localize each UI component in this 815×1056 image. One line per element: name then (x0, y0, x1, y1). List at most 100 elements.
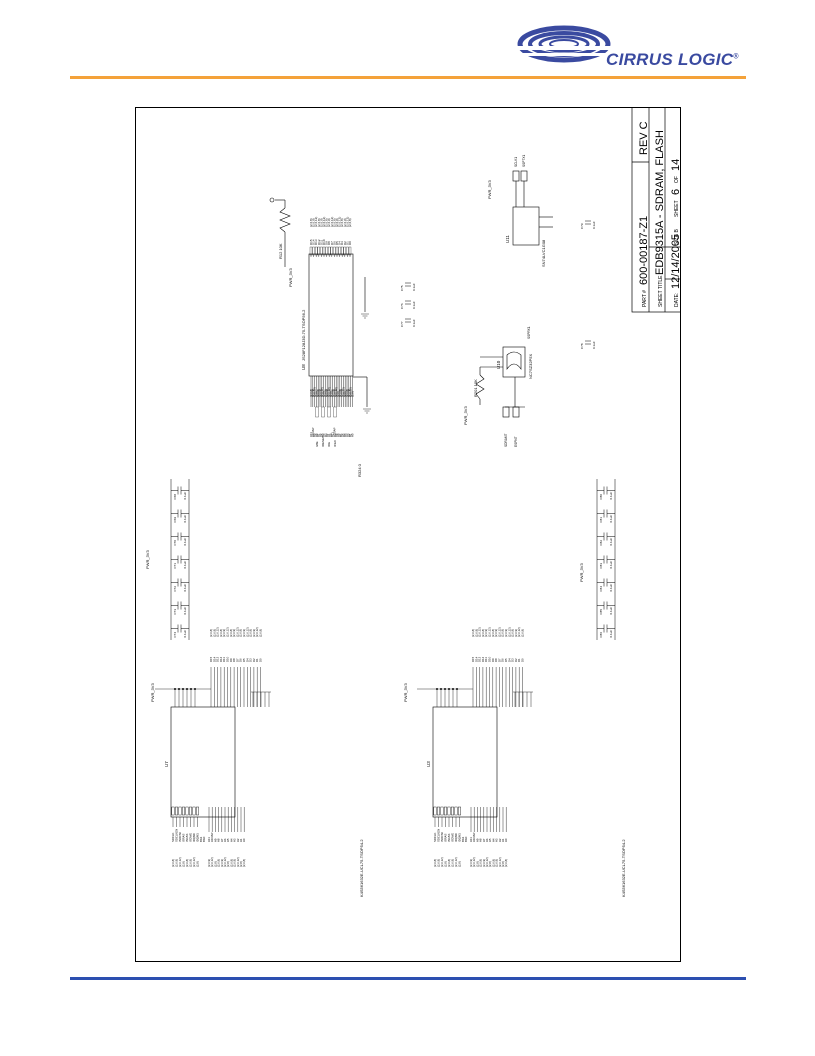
sdram-ctrl-label: /DQM1 (196, 833, 200, 842)
sdram-data-label: D12 (481, 656, 485, 662)
cap-value: 0.1uF (412, 283, 416, 291)
u8-ctrl-connector (333, 406, 337, 418)
junction-dot (456, 688, 459, 691)
u8-power: PWR_3V3 (288, 268, 293, 287)
sdram-data-ref: (2,6,8) (511, 629, 515, 637)
u8-data-connector (341, 246, 344, 256)
sdram-addr-label: A8 (217, 838, 221, 842)
u8-data-label: D7 (330, 241, 334, 245)
sdram-ctrl-label: SDCLKEN (175, 829, 179, 842)
u8-addr-label: A5 (320, 433, 324, 437)
sdram-ctrl-ref: (2,6,9) (175, 859, 179, 867)
caps-bottom-power: PWR_3V3 (579, 563, 584, 582)
sdram-data-label: D10 (488, 656, 492, 662)
sdram-data-label: D11 (484, 657, 488, 662)
u8-data-connector (328, 246, 331, 256)
u8-data-connector (335, 246, 339, 256)
sdram-ctrl-ref: (2,8) (182, 861, 186, 867)
sheet-title: EDB9315A - SDRAM, FLASH (654, 130, 666, 275)
u8-addr-label: A6 (318, 433, 322, 437)
sdram-ctrl-label: /DQM0 (454, 833, 458, 842)
u8-data-label: D5 (335, 241, 339, 245)
u8-addr-label: A7 (338, 433, 342, 437)
sdram-ctrl-label: /SDCS0 (440, 831, 444, 842)
u8-addr-ref: (2,8) (329, 391, 333, 397)
sdram-bank-label: BA1 (461, 836, 465, 842)
sdram-ctrl-label: /SRAS (182, 833, 186, 842)
cap-ref: C77 (400, 321, 404, 327)
u8-data-ref: (2,6,12) (330, 217, 334, 227)
cap-ref: C76 (400, 303, 404, 309)
u8-addr-ref: (2,6,8) (345, 389, 349, 397)
u8-data-ref: (2,6,12) (314, 217, 318, 227)
schematic-sheet (135, 107, 681, 962)
sdram-addr-label: A5 (488, 838, 492, 842)
u8-data-ref: (2,6,12) (338, 217, 342, 227)
sdram-data-label: D2 (252, 658, 256, 662)
u8-data-label: D13 (314, 239, 318, 245)
sdram-ctrl-label: /DQM0 (192, 833, 196, 842)
sdram-data-label: D5 (242, 658, 246, 662)
sdram-bank-label: BA0 (202, 836, 206, 842)
u8-data-connector (325, 246, 328, 256)
u8-addr-label: A4 (343, 433, 347, 437)
u3-sdram-symbol (432, 706, 498, 818)
u7-part: K4S561632E-UCL75-TSOP54-2 (359, 839, 364, 897)
sdram-addr-label: A8 (479, 838, 483, 842)
u8-addr-label: A8 (314, 433, 318, 437)
u8-data-label: D4 (338, 241, 342, 245)
sdram-addr-label: A0 (242, 838, 246, 842)
u8-data-label: D3 (340, 241, 344, 245)
u8-data-ref: (2,6,12) (345, 217, 349, 227)
sdram-addr-ref: (2,8) (213, 861, 217, 867)
u8-addr-ref: (2,6,8) (316, 389, 320, 397)
cap-value: 0.1uF (183, 584, 187, 592)
sdram-addr-label: A4 (491, 838, 495, 842)
u8-addr-ref: (2,6,12) (313, 387, 317, 397)
sdram-ctrl-connector (178, 806, 182, 816)
u8-ctrl-connector (315, 406, 319, 418)
u8-data-connector (312, 246, 315, 256)
sdram-ctrl-ref: (2,6,9) (437, 859, 441, 867)
sdram-addr-label: A1 (501, 838, 505, 842)
sdram-addr-ref: (2,6,12) (485, 857, 489, 867)
u8-part: JS28F128J3D-75-TSOP56-2 (301, 309, 306, 361)
u8-data-label: D8 (327, 241, 331, 245)
sdram-data-label: D13 (478, 656, 482, 662)
sdram-addr-ref: (2,8) (226, 861, 230, 867)
sdram-data-label: D0 (259, 658, 263, 662)
sdram-addr-ref: (2,8) (475, 861, 479, 867)
sdram-addr-ref: (2,6,9) (495, 859, 499, 867)
sdram-data-ref: (2,6,9) (232, 629, 236, 637)
cap-value: 0.1uF (609, 561, 613, 569)
junction-dot (190, 688, 193, 691)
sheet-label: SHEET (674, 200, 680, 217)
junction-dot (440, 688, 443, 691)
u8-addr-ref: (2,6,12) (341, 387, 345, 397)
u11-ref: U11 (505, 235, 510, 243)
cap-value: 0.1uF (183, 607, 187, 615)
sdram-data-ref: (2,6,12) (517, 627, 521, 637)
u8-data-connector (338, 246, 341, 256)
u8-addr-label: A6 (340, 433, 344, 437)
sdram-addr-label: A3 (495, 838, 499, 842)
sdram-addr-label: A11 (207, 837, 211, 842)
sdram-ctrl-label: /SRAS (444, 833, 448, 842)
u11-part: SN74LVC1G08 (541, 239, 546, 267)
sdram-data-label: D12 (219, 656, 223, 662)
u8-data-connector (343, 246, 346, 256)
sdram-data-label: D6 (501, 658, 505, 662)
u8-addr-ref: (2,8) (343, 391, 347, 397)
u11-power: PWR_3V3 (487, 180, 492, 199)
junction-dot (194, 688, 197, 691)
cap-ref: C69 (173, 517, 177, 523)
sdram-ctrl-ref: (2,6,8) (171, 859, 175, 867)
u10-net-label: SSPRX1 (527, 326, 531, 339)
u8-data-ref: (2,6,8) (317, 218, 321, 227)
sdram-ctrl-ref: (2,6,12) (178, 857, 182, 867)
cap-value: 0.1uF (183, 630, 187, 638)
sdram-data-label: D4 (507, 658, 511, 662)
sdram-ctrl-label: SDCLKEN (437, 829, 441, 842)
sheet-title-label: SHEET TITLE (658, 275, 664, 307)
sdram-addr-ref: (2,6,8) (491, 859, 495, 867)
